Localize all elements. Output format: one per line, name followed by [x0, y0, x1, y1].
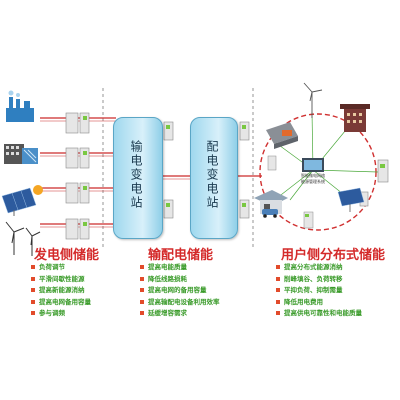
section-title-user: 用户侧分布式储能 [281, 248, 386, 263]
transmission-benefits-list: 提高电能质量 降低线路损耗 提高电网的备用容量 提高输配电设备利用效率 延缓增容… [140, 262, 220, 320]
distribution-station [190, 117, 238, 239]
wind-turbine-icon [5, 221, 41, 256]
list-item: 平滑间歇性能源 [31, 274, 91, 286]
battery-cabinet-icon [65, 112, 90, 240]
distribution-station-label: 配电变电站 [205, 140, 219, 210]
user-benefits-list: 提高分布式能源消纳 削峰填谷、负荷转移 平抑负荷、抑制需量 降低用电费用 提高供… [276, 262, 362, 320]
center-caption-line: 能源管理系统 [301, 179, 325, 184]
solar-panel-icon [1, 185, 43, 216]
list-item: 降低线路损耗 [140, 274, 220, 286]
list-item: 提高分布式能源消纳 [276, 262, 362, 274]
center-caption: 智能微电网络 能源管理系统 [293, 173, 333, 185]
factory-icon [4, 144, 38, 164]
list-item: 削峰填谷、负荷转移 [276, 274, 362, 286]
list-item: 提高新能源消纳 [31, 285, 91, 297]
list-item: 提高供电可靠性和电能质量 [276, 308, 362, 320]
list-item: 参与调频 [31, 308, 91, 320]
list-item: 负荷调节 [31, 262, 91, 274]
transmission-station-label: 输电变电站 [129, 140, 143, 210]
list-item: 提高电网的备用容量 [140, 285, 220, 297]
list-item: 延缓增容需求 [140, 308, 220, 320]
transmission-station [113, 117, 163, 239]
list-item: 降低用电费用 [276, 297, 362, 309]
monitor-icon [302, 158, 324, 172]
list-item: 提高输配电设备利用效率 [140, 297, 220, 309]
generation-lines [40, 117, 116, 228]
car-icon [262, 209, 278, 218]
battery-cabinet-icon [267, 155, 314, 229]
section-title-transmission: 输配电储能 [148, 248, 214, 263]
generation-benefits-list: 负荷调节 平滑间歇性能源 提高新能源消纳 提高电网备用容量 参与调频 [31, 262, 91, 320]
list-item: 提高电网备用容量 [31, 297, 91, 309]
section-title-generation: 发电侧储能 [34, 248, 100, 263]
container-icon [266, 122, 298, 149]
wind-turbine-icon [303, 82, 323, 118]
center-caption-line: 智能微电网络 [301, 173, 325, 178]
list-item: 平抑负荷、抑制需量 [276, 285, 362, 297]
solar-panel-icon [337, 187, 365, 212]
building-icon [340, 104, 370, 132]
power-plant-icon [6, 90, 34, 122]
list-item: 提高电能质量 [140, 262, 220, 274]
battery-cabinet-icon [163, 121, 389, 219]
